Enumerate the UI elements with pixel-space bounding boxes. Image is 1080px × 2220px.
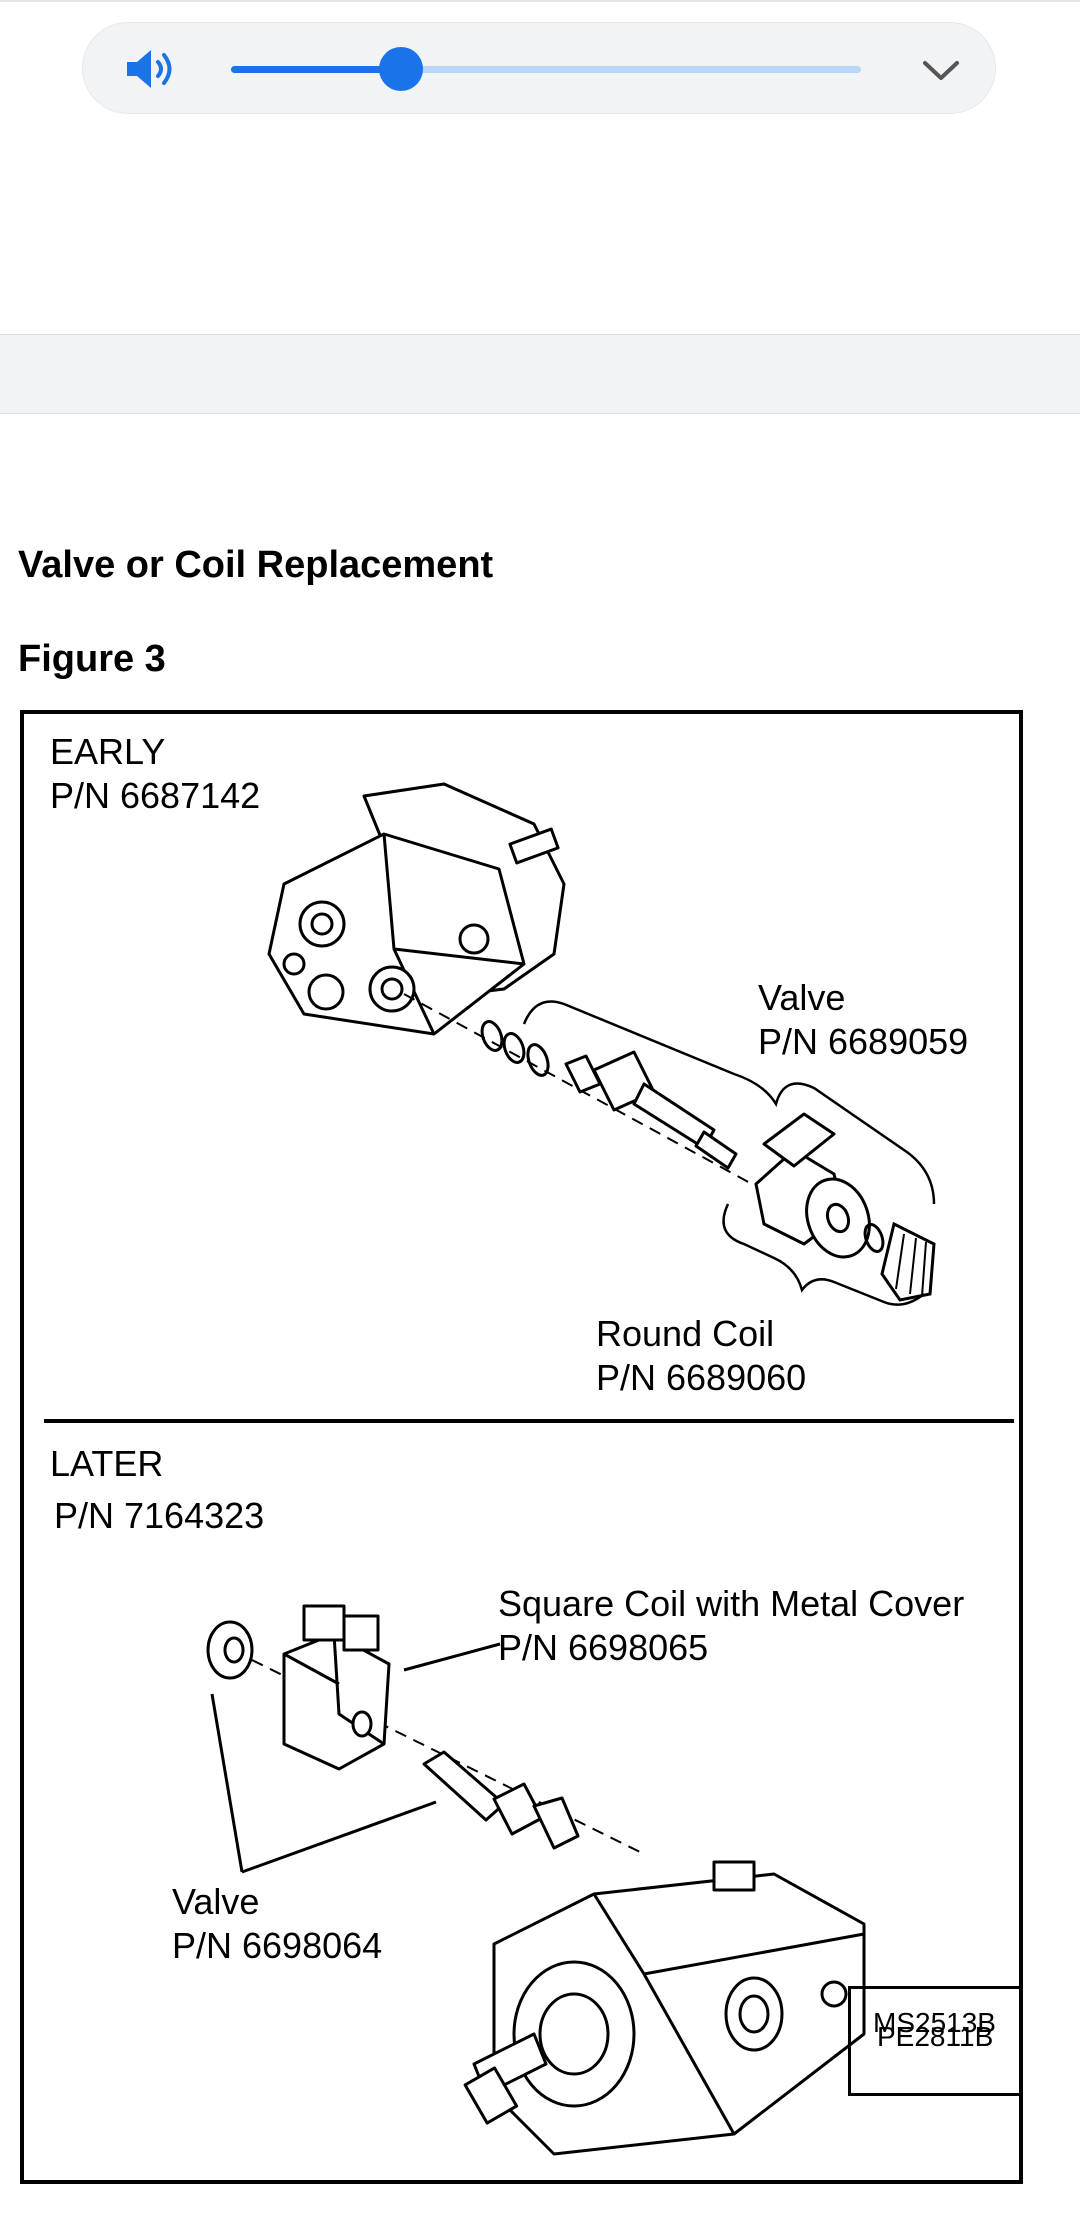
playback-slider[interactable] — [231, 47, 861, 91]
later-header: LATER — [50, 1443, 164, 1484]
later-coil-label: Square Coil with Metal Cover — [498, 1583, 965, 1624]
early-valve-label: Valve — [758, 977, 846, 1018]
section-title: Valve or Coil Replacement — [18, 544, 494, 586]
early-header: EARLY — [50, 731, 166, 772]
slider-track — [231, 66, 861, 73]
early-coil-pn: P/N 6689060 — [596, 1357, 807, 1398]
early-coil-label: Round Coil — [596, 1313, 775, 1354]
chevron-down-icon[interactable] — [921, 53, 961, 87]
audio-player — [82, 22, 996, 114]
early-valve-pn: P/N 6689059 — [758, 1021, 969, 1062]
early-pump-illustration — [267, 782, 936, 1306]
later-valve-label: Valve — [172, 1881, 260, 1922]
figure-3-diagram: EARLY P/N 6687142 Valve P/N 6689059 Roun… — [20, 710, 1023, 2184]
section-divider — [44, 1419, 1014, 1423]
toolbar-band — [0, 334, 1080, 414]
later-coil-pn: P/N 6698065 — [498, 1627, 709, 1668]
later-part-number: P/N 7164323 — [54, 1495, 265, 1536]
speaker-volume-icon[interactable] — [123, 47, 183, 91]
figure-code-box: MS2513B PE2811B — [848, 1986, 1023, 2096]
top-rule — [0, 0, 1080, 2]
later-pump-illustration — [206, 1604, 866, 2156]
figure-code-ms: MS2513B — [873, 2007, 996, 2038]
figure-code-pe: PE2811B — [877, 2021, 994, 2052]
slider-thumb[interactable] — [379, 47, 424, 91]
early-part-number: P/N 6687142 — [50, 775, 261, 816]
slider-fill — [231, 66, 402, 73]
figure-label: Figure 3 — [18, 638, 166, 680]
later-valve-pn: P/N 6698064 — [172, 1925, 383, 1966]
